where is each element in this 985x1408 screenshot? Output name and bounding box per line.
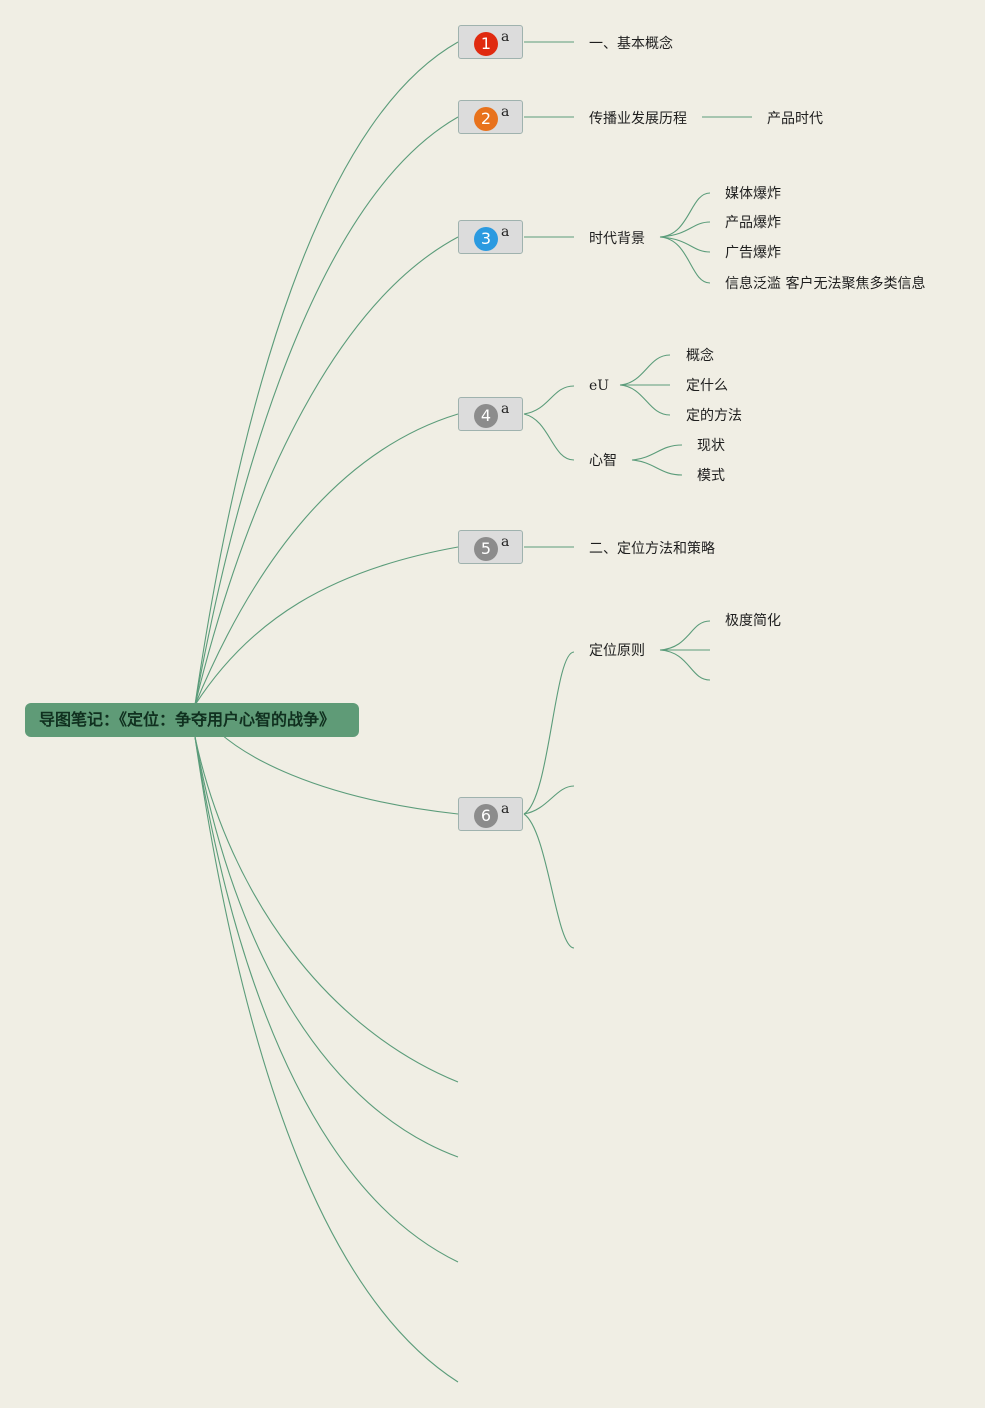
number-badge: 4: [474, 404, 498, 428]
topic-concept[interactable]: 概念: [686, 348, 714, 364]
topic-positioning-strategy[interactable]: 二、定位方法和策略: [589, 541, 715, 557]
topic-method[interactable]: 定的方法: [686, 408, 742, 424]
root-topic[interactable]: 导图笔记：《定位：争夺用户心智的战争》: [25, 703, 359, 737]
number-badge: 5: [474, 537, 498, 561]
branch-box-6[interactable]: 6 a: [458, 797, 523, 831]
topic-extreme-simplify[interactable]: 极度简化: [725, 613, 781, 629]
branch-box-4[interactable]: 4 a: [458, 397, 523, 431]
topic-what-to-position[interactable]: 定什么: [686, 378, 728, 394]
branch-label: a: [501, 104, 510, 120]
topic-media-history[interactable]: 传播业发展历程: [589, 111, 687, 127]
topic-media-explosion[interactable]: 媒体爆炸: [725, 186, 781, 202]
number-badge: 6: [474, 804, 498, 828]
topic-mind[interactable]: 心智: [589, 453, 617, 469]
number-badge: 3: [474, 227, 498, 251]
number-badge: 2: [474, 107, 498, 131]
topic-positioning-principle[interactable]: 定位原则: [589, 643, 645, 659]
branch-box-1[interactable]: 1 a: [458, 25, 523, 59]
topic-mode[interactable]: 模式: [697, 468, 725, 484]
topic-status[interactable]: 现状: [697, 438, 725, 454]
number-badge: 1: [474, 32, 498, 56]
topic-info-overload[interactable]: 信息泛滥 客户无法聚焦多类信息: [725, 276, 926, 292]
branch-box-3[interactable]: 3 a: [458, 220, 523, 254]
topic-product-era[interactable]: 产品时代: [767, 111, 823, 127]
topic-product-explosion[interactable]: 产品爆炸: [725, 215, 781, 231]
topic-ad-explosion[interactable]: 广告爆炸: [725, 245, 781, 261]
branch-label: a: [501, 534, 510, 550]
topic-eu[interactable]: eU: [589, 378, 610, 394]
topic-era-background[interactable]: 时代背景: [589, 231, 645, 247]
root-title: 导图笔记：《定位：争夺用户心智的战争》: [39, 710, 336, 729]
branch-box-5[interactable]: 5 a: [458, 530, 523, 564]
topic-basic-concepts[interactable]: 一、基本概念: [589, 36, 673, 52]
branch-label: a: [501, 224, 510, 240]
branch-label: a: [501, 29, 510, 45]
branch-label: a: [501, 801, 510, 817]
branch-box-2[interactable]: 2 a: [458, 100, 523, 134]
branch-label: a: [501, 401, 510, 417]
